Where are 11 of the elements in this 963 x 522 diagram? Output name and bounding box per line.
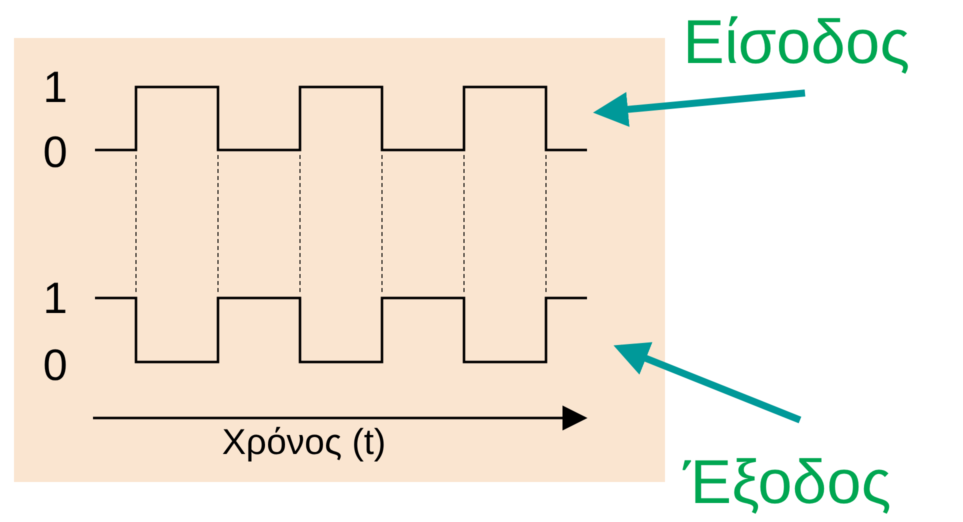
level-label: 0: [43, 131, 68, 175]
leader-arrow: [614, 342, 802, 424]
signal-label: Είσοδος: [683, 12, 910, 74]
signal-label: Έξοδος: [683, 452, 892, 514]
level-label: 1: [43, 277, 68, 321]
axis-label: Χρόνος (t): [222, 424, 386, 460]
level-label: 0: [43, 344, 68, 388]
leader-arrow: [593, 90, 806, 127]
level-label: 1: [43, 66, 68, 110]
square-waveform: [95, 296, 587, 364]
square-waveform: [95, 86, 587, 152]
